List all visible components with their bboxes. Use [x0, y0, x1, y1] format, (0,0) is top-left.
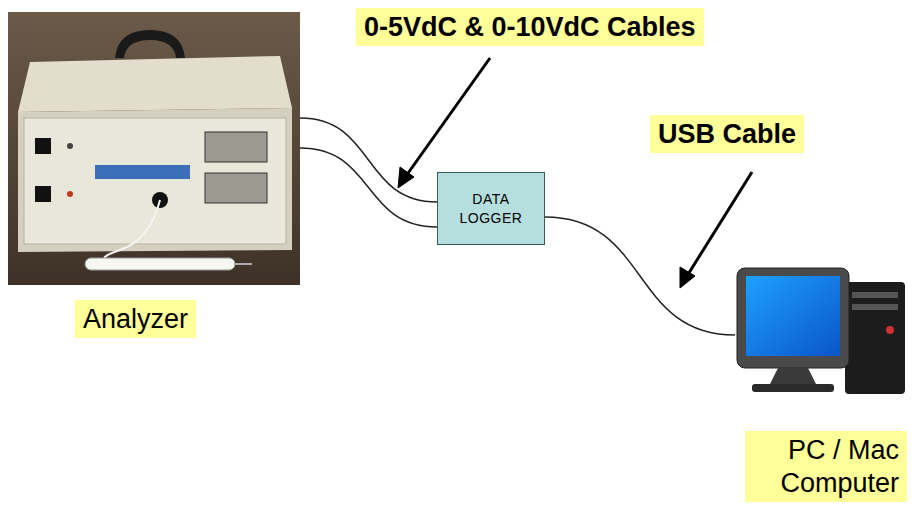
callout-label: PC / Mac Computer [745, 431, 907, 502]
process-box: DATA LOGGER [437, 172, 545, 245]
cable-line [300, 148, 437, 227]
analyzer-node: Analyzer [8, 12, 300, 342]
cable-line [545, 217, 735, 335]
callout-arrow [398, 58, 752, 288]
computer-icon [737, 268, 905, 394]
callout-label: USB Cable [650, 115, 804, 153]
callout-label: Analyzer [75, 300, 196, 338]
callout-label: 0-5VdC & 0-10VdC Cables [356, 8, 704, 46]
callout-box: USB Cable [650, 115, 804, 153]
analyzer-photo [8, 12, 300, 285]
callout-box: 0-5VdC & 0-10VdC Cables [356, 8, 704, 46]
cable-line [300, 118, 437, 202]
box-label: DATA LOGGER [455, 190, 527, 228]
computer-node: PC / Mac Computer [735, 265, 907, 505]
